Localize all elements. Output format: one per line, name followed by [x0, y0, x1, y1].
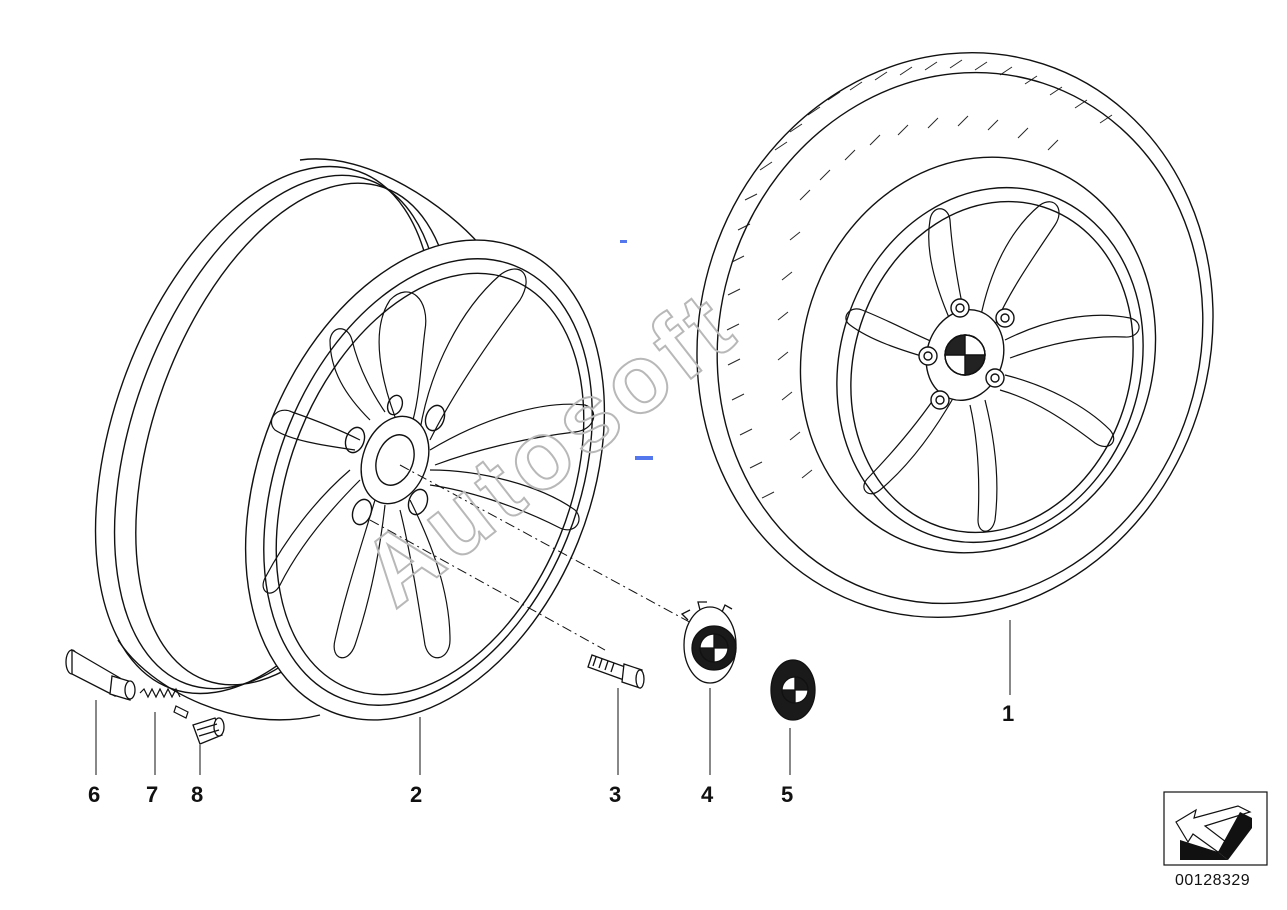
assembly-lines: [95, 464, 1011, 775]
callout-4: 4: [701, 782, 714, 807]
accent-mark: [635, 456, 653, 460]
callout-8: 8: [191, 782, 204, 807]
wheel-bolt-icon: [587, 654, 645, 689]
valve-spring-icon: [139, 687, 189, 719]
valve-icon: [65, 648, 136, 701]
hub-cap-icon: [680, 601, 737, 684]
callout-2: 2: [410, 782, 423, 807]
callout-5: 5: [781, 782, 794, 807]
callout-3: 3: [609, 782, 622, 807]
callout-6: 6: [88, 782, 101, 807]
wheel-with-tire-icon: [696, 52, 1214, 618]
accent-mark: [620, 240, 627, 243]
callout-1: 1: [1002, 701, 1015, 726]
orientation-arrow-icon: [1163, 791, 1268, 866]
valve-cap-icon: [192, 717, 225, 745]
document-number: 00128329: [1175, 872, 1251, 889]
roundel-emblem-icon: [770, 659, 816, 721]
callout-7: 7: [146, 782, 159, 807]
